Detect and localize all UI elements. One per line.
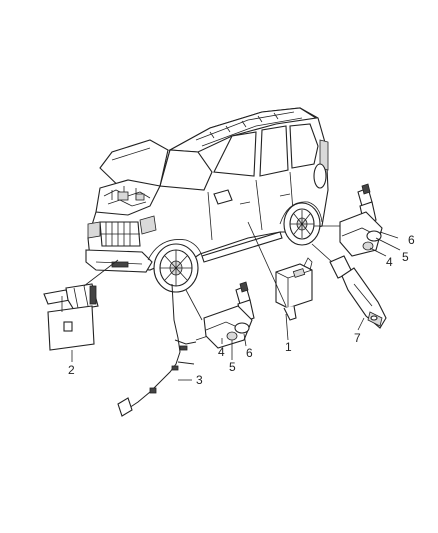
leader-lines: [71, 221, 401, 381]
callout-4-lower: 4: [218, 345, 225, 359]
tpms-sensor-lower: [203, 281, 255, 349]
callout-labels: 1 2 3 4 5 6 4 5 6 7: [68, 233, 415, 387]
callout-6-upper: 6: [408, 233, 415, 247]
callout-2: 2: [68, 363, 75, 377]
part-7-sensor-bracket: [329, 255, 387, 329]
part-1-control-module: [275, 257, 313, 321]
part-3-wiring-harness: [117, 283, 209, 417]
callout-3: 3: [196, 373, 203, 387]
vehicle-suv: [85, 107, 329, 293]
callout-6-lower: 6: [246, 346, 253, 360]
callout-1: 1: [285, 340, 292, 354]
callout-5-lower: 5: [229, 360, 236, 374]
part-2-sensor: [43, 283, 99, 351]
tpms-sensor-upper: [339, 183, 383, 257]
callout-5-upper: 5: [402, 250, 409, 264]
callout-4-upper: 4: [386, 255, 393, 269]
callout-7: 7: [354, 331, 361, 345]
